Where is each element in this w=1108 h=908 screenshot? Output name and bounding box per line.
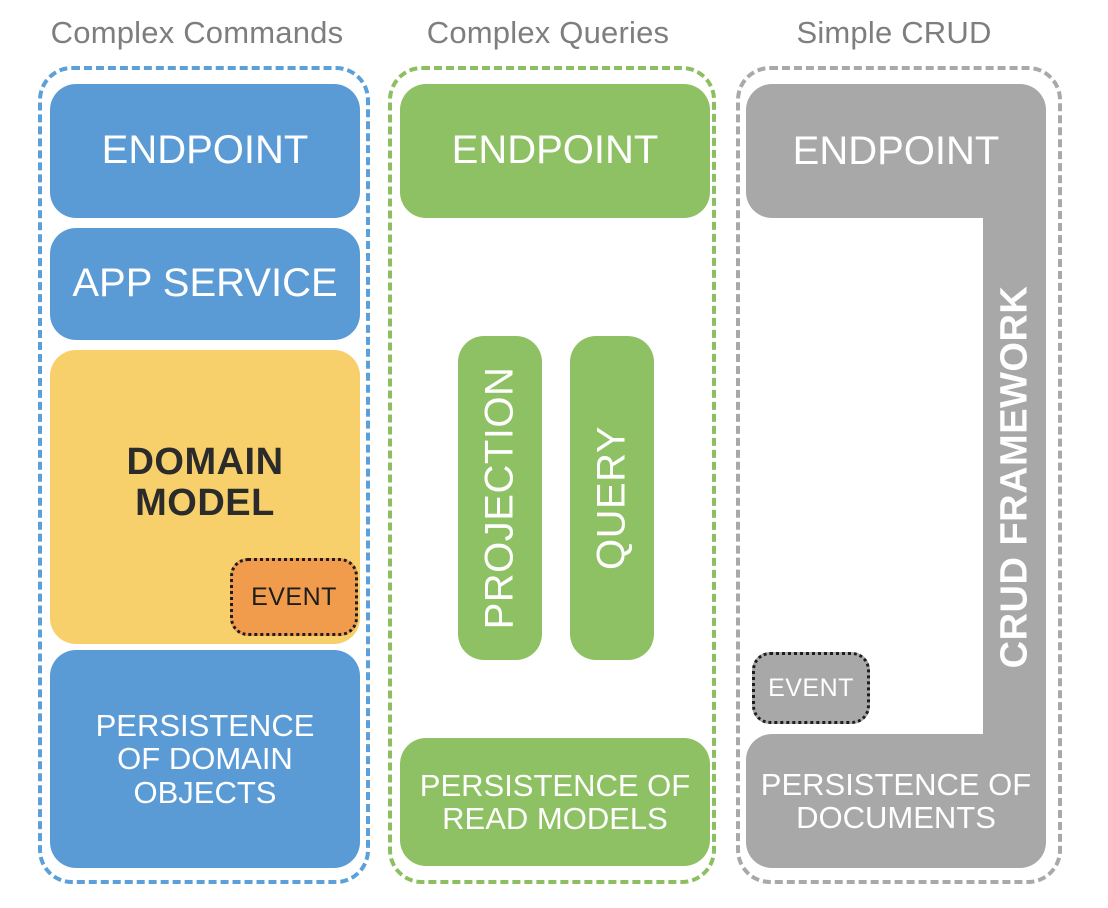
block-endpoint-commands: ENDPOINT <box>50 84 360 218</box>
block-endpoint-crud: ENDPOINT <box>746 84 1046 218</box>
group-outline-complex-commands <box>38 66 370 884</box>
crud-framework-label: CRUD FRAMEWORK <box>993 285 1035 669</box>
persistence-domain-label: PERSISTENCE OF DOMAIN OBJECTS <box>95 707 315 810</box>
crud-framework-shape: ENDPOINT CRUD FRAMEWORK PERSISTENCE OF D… <box>746 84 1046 868</box>
badge-event-crud: EVENT <box>752 652 870 724</box>
group-outline-complex-queries <box>388 66 716 884</box>
persistence-domain-line-2: OF DOMAIN <box>117 741 293 777</box>
persistence-documents-line-2: DOCUMENTS <box>796 800 996 835</box>
column-header-complex-queries: Complex Queries <box>426 15 670 50</box>
persistence-domain-line-1: PERSISTENCE <box>95 707 315 743</box>
persistence-documents-line-1: PERSISTENCE OF <box>760 766 1032 802</box>
badge-event-domain: EVENT <box>230 558 358 636</box>
domain-model-line-2: MODEL <box>135 482 275 525</box>
persistence-read-line-2: READ MODELS <box>442 801 668 836</box>
domain-model-line-1: DOMAIN <box>126 441 284 483</box>
block-persistence-of-domain-objects: PERSISTENCE OF DOMAIN OBJECTS <box>50 650 360 868</box>
persistence-read-line-1: PERSISTENCE OF <box>419 767 691 803</box>
block-persistence-of-read-models: PERSISTENCE OF READ MODELS <box>400 738 710 866</box>
column-header-complex-commands: Complex Commands <box>50 15 344 50</box>
projection-label: PROJECTION <box>477 366 522 630</box>
domain-model-label: DOMAIN MODEL <box>50 441 360 525</box>
block-domain-model: DOMAIN MODEL <box>50 350 360 644</box>
block-app-service: APP SERVICE <box>50 228 360 340</box>
block-persistence-of-documents: PERSISTENCE OF DOCUMENTS <box>746 734 1046 868</box>
query-label: QUERY <box>589 425 634 571</box>
group-outline-simple-crud <box>736 66 1062 884</box>
block-endpoint-queries: ENDPOINT <box>400 84 710 218</box>
block-projection: PROJECTION <box>458 336 542 660</box>
persistence-documents-label: PERSISTENCE OF DOCUMENTS <box>760 766 1032 835</box>
column-header-simple-crud: Simple CRUD <box>796 15 992 50</box>
persistence-domain-line-3: OBJECTS <box>133 774 277 810</box>
block-query: QUERY <box>570 336 654 660</box>
block-crud-framework: CRUD FRAMEWORK <box>983 204 1046 750</box>
persistence-read-label: PERSISTENCE OF READ MODELS <box>419 767 691 836</box>
